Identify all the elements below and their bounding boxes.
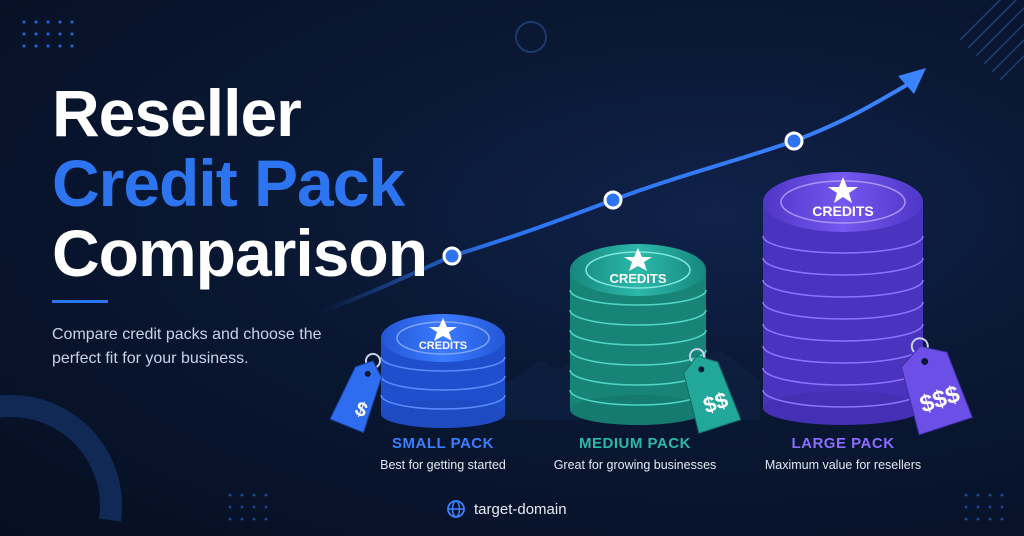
headline-line2: Credit Pack (52, 146, 405, 220)
headline: Reseller Credit Pack Comparison (52, 76, 428, 290)
pack-medium-name: MEDIUM PACK (579, 435, 691, 452)
star-icon (828, 177, 858, 203)
title-underline (52, 300, 108, 303)
coin-stack-large (762, 172, 924, 425)
footer: target-domain (446, 499, 567, 519)
price-tag-large (900, 337, 974, 436)
growth-points (442, 131, 804, 266)
pack-small-name: SMALL PACK (392, 435, 494, 452)
footer-domain[interactable]: target-domain (474, 500, 567, 518)
pack-medium: MEDIUM PACK Great for growing businesses (535, 435, 735, 472)
pack-large-description: Maximum value for resellers (764, 458, 922, 472)
price-tag-medium (683, 348, 742, 434)
pack-large: LARGE PACK Maximum value for resellers (743, 435, 943, 472)
star-icon (624, 248, 652, 271)
coin-label-small: CREDITS (419, 340, 467, 352)
pack-large-name: LARGE PACK (791, 435, 895, 452)
dot-grid-decoration (22, 20, 74, 48)
hatch-decoration (959, 0, 1024, 81)
pack-medium-description: Great for growing businesses (553, 458, 717, 472)
dot-grid-decoration-bottom (228, 493, 1004, 521)
pack-small: SMALL PACK Best for getting started (343, 435, 543, 472)
coin-stack-medium (569, 244, 707, 425)
headline-line3: Comparison (52, 216, 428, 290)
arc-decoration (0, 395, 122, 522)
star-icon (429, 318, 457, 341)
arrow-head-icon (898, 68, 926, 94)
coin-label-large: CREDITS (812, 203, 873, 219)
coin-stack-small (380, 314, 506, 428)
pack-small-description: Best for getting started (380, 458, 506, 472)
subtitle: Compare credit packs and choose the perf… (52, 326, 322, 367)
price-tag-small (329, 352, 383, 434)
ring-decoration (515, 21, 547, 53)
globe-icon (447, 500, 465, 518)
headline-line1: Reseller (52, 76, 302, 150)
coin-label-medium: CREDITS (609, 271, 666, 286)
